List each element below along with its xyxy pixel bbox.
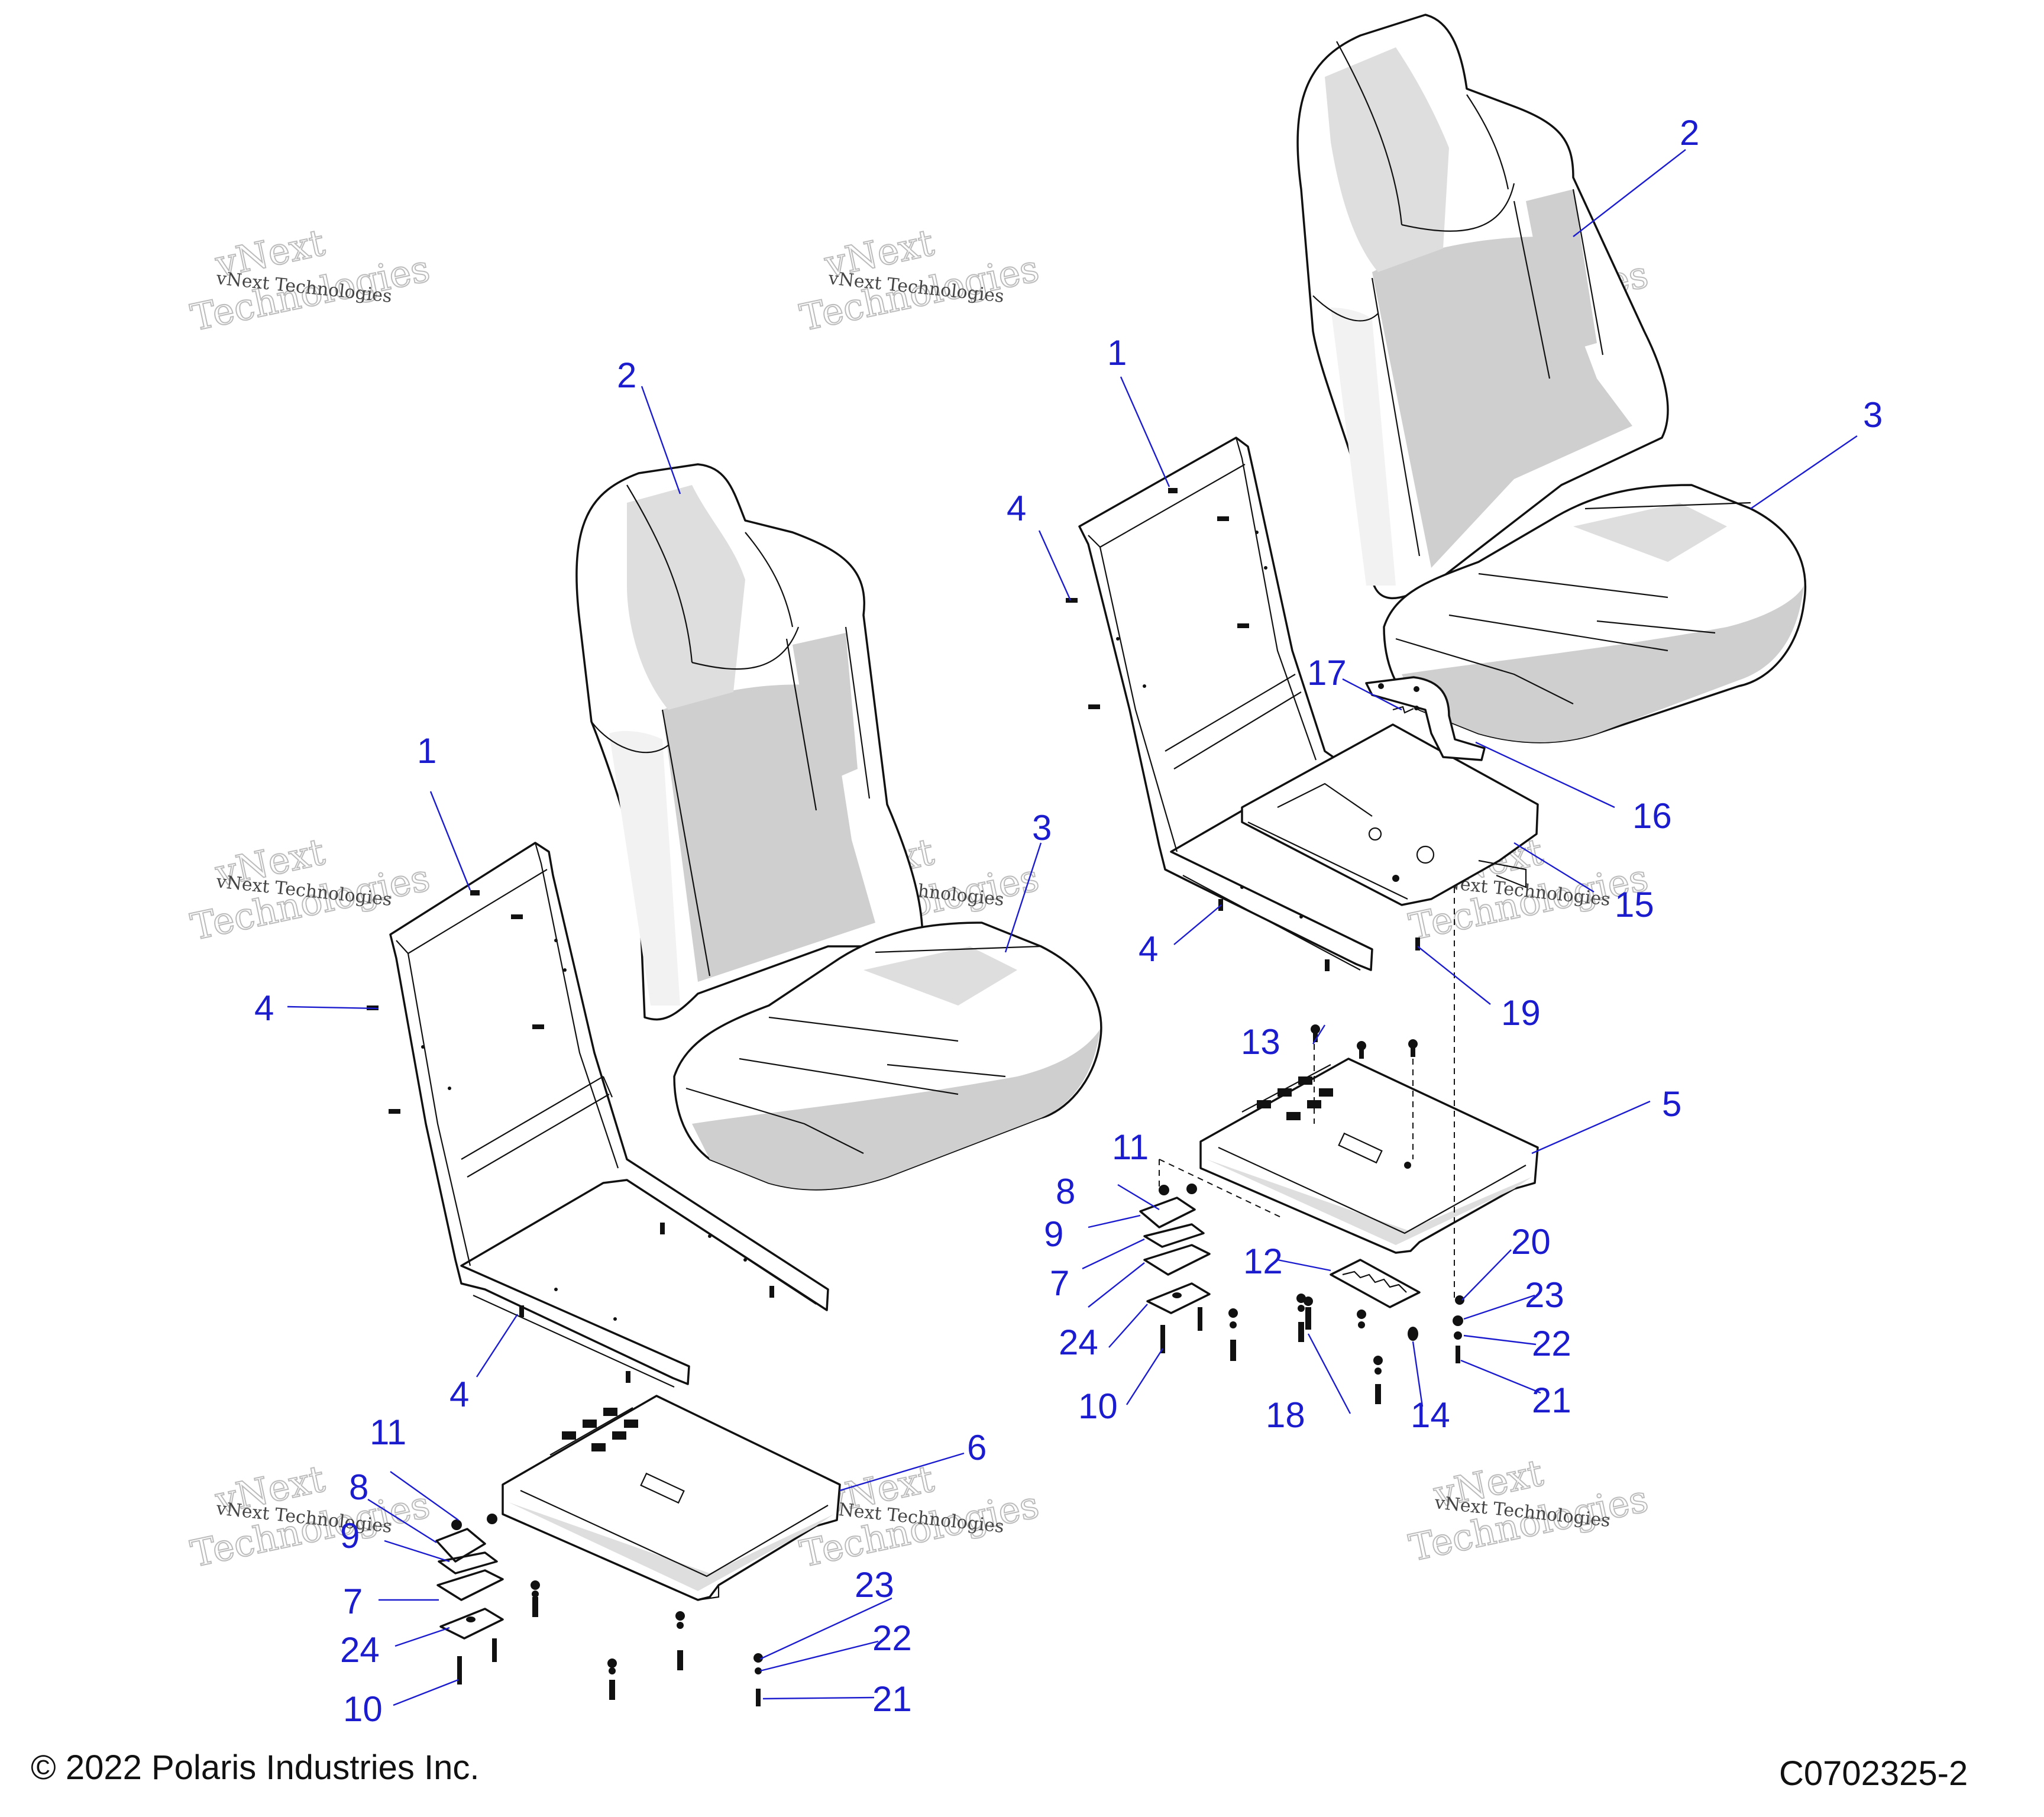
right-hardware bbox=[1139, 1184, 1464, 1404]
callout-left-4-bottom: 4 bbox=[449, 1375, 469, 1414]
watermark-2: vNext Technologies bbox=[795, 220, 1043, 340]
callout-right-4-bottom: 4 bbox=[1139, 929, 1158, 969]
callout-left-1: 1 bbox=[417, 731, 436, 771]
callout-right-15: 15 bbox=[1615, 885, 1654, 924]
callout-left-2: 2 bbox=[617, 355, 636, 395]
leader-lines bbox=[287, 149, 1858, 1706]
callout-right-19: 19 bbox=[1501, 993, 1541, 1033]
callout-right-13: 13 bbox=[1241, 1022, 1280, 1062]
copyright-notice: © 2022 Polaris Industries Inc. bbox=[31, 1748, 480, 1787]
callout-left-8: 8 bbox=[349, 1467, 368, 1507]
callout-right-14: 14 bbox=[1411, 1395, 1450, 1435]
callout-left-11: 11 bbox=[370, 1412, 406, 1452]
callout-right-21: 21 bbox=[1532, 1380, 1571, 1420]
callout-right-22: 22 bbox=[1532, 1324, 1571, 1363]
callout-left-6: 6 bbox=[967, 1428, 987, 1467]
watermark-9: vNext Technologies bbox=[1405, 1450, 1652, 1570]
callout-left-21: 21 bbox=[872, 1679, 912, 1719]
callout-right-7: 7 bbox=[1050, 1263, 1069, 1303]
callout-right-12: 12 bbox=[1243, 1241, 1283, 1281]
left-seat-frame bbox=[389, 842, 829, 1388]
drawing-number: C0702325-2 bbox=[1779, 1754, 1968, 1793]
callout-right-9: 9 bbox=[1044, 1214, 1063, 1254]
callout-right-10: 10 bbox=[1078, 1386, 1118, 1426]
callout-right-20: 20 bbox=[1511, 1222, 1551, 1262]
callout-right-5: 5 bbox=[1662, 1084, 1681, 1124]
callout-right-1: 1 bbox=[1107, 333, 1127, 373]
right-seat-frame bbox=[1078, 437, 1385, 971]
right-seat-base bbox=[1199, 1058, 1539, 1254]
left-seat-cushion bbox=[673, 922, 1102, 1191]
callout-right-23: 23 bbox=[1525, 1275, 1564, 1315]
watermark-4: vNext Technologies bbox=[186, 829, 434, 949]
watermark-7: vNext Technologies bbox=[186, 1456, 434, 1576]
callout-right-16: 16 bbox=[1632, 796, 1672, 836]
watermark-1: vNext Technologies bbox=[186, 220, 434, 340]
callout-right-2: 2 bbox=[1680, 113, 1699, 153]
right-seat-back bbox=[1296, 14, 1669, 599]
callout-labels: 1 2 3 4 4 6 11 8 9 7 24 10 23 22 21 1 2 … bbox=[254, 113, 1883, 1729]
left-seat-back bbox=[575, 463, 924, 1021]
callout-right-3: 3 bbox=[1863, 395, 1883, 435]
callout-left-3: 3 bbox=[1032, 808, 1052, 848]
left-assembly bbox=[367, 463, 1102, 1706]
right-seat-cushion bbox=[1383, 484, 1807, 743]
left-hardware bbox=[435, 1514, 763, 1706]
callout-left-7: 7 bbox=[343, 1582, 363, 1621]
left-seat-base bbox=[502, 1395, 841, 1601]
callout-left-22: 22 bbox=[872, 1618, 912, 1658]
callout-right-18: 18 bbox=[1266, 1395, 1305, 1435]
callout-right-17: 17 bbox=[1307, 653, 1347, 693]
callout-left-23: 23 bbox=[855, 1565, 894, 1605]
right-base-bolts bbox=[1159, 887, 1455, 1301]
callout-left-24: 24 bbox=[340, 1630, 380, 1670]
right-assembly bbox=[1066, 14, 1807, 1404]
callout-left-9: 9 bbox=[340, 1516, 360, 1556]
callout-right-4-top: 4 bbox=[1007, 489, 1026, 528]
callout-right-11: 11 bbox=[1112, 1127, 1149, 1167]
callout-left-4-top: 4 bbox=[254, 988, 274, 1028]
callout-left-10: 10 bbox=[343, 1689, 383, 1729]
callout-right-24: 24 bbox=[1059, 1323, 1098, 1362]
callout-right-8: 8 bbox=[1056, 1172, 1075, 1211]
